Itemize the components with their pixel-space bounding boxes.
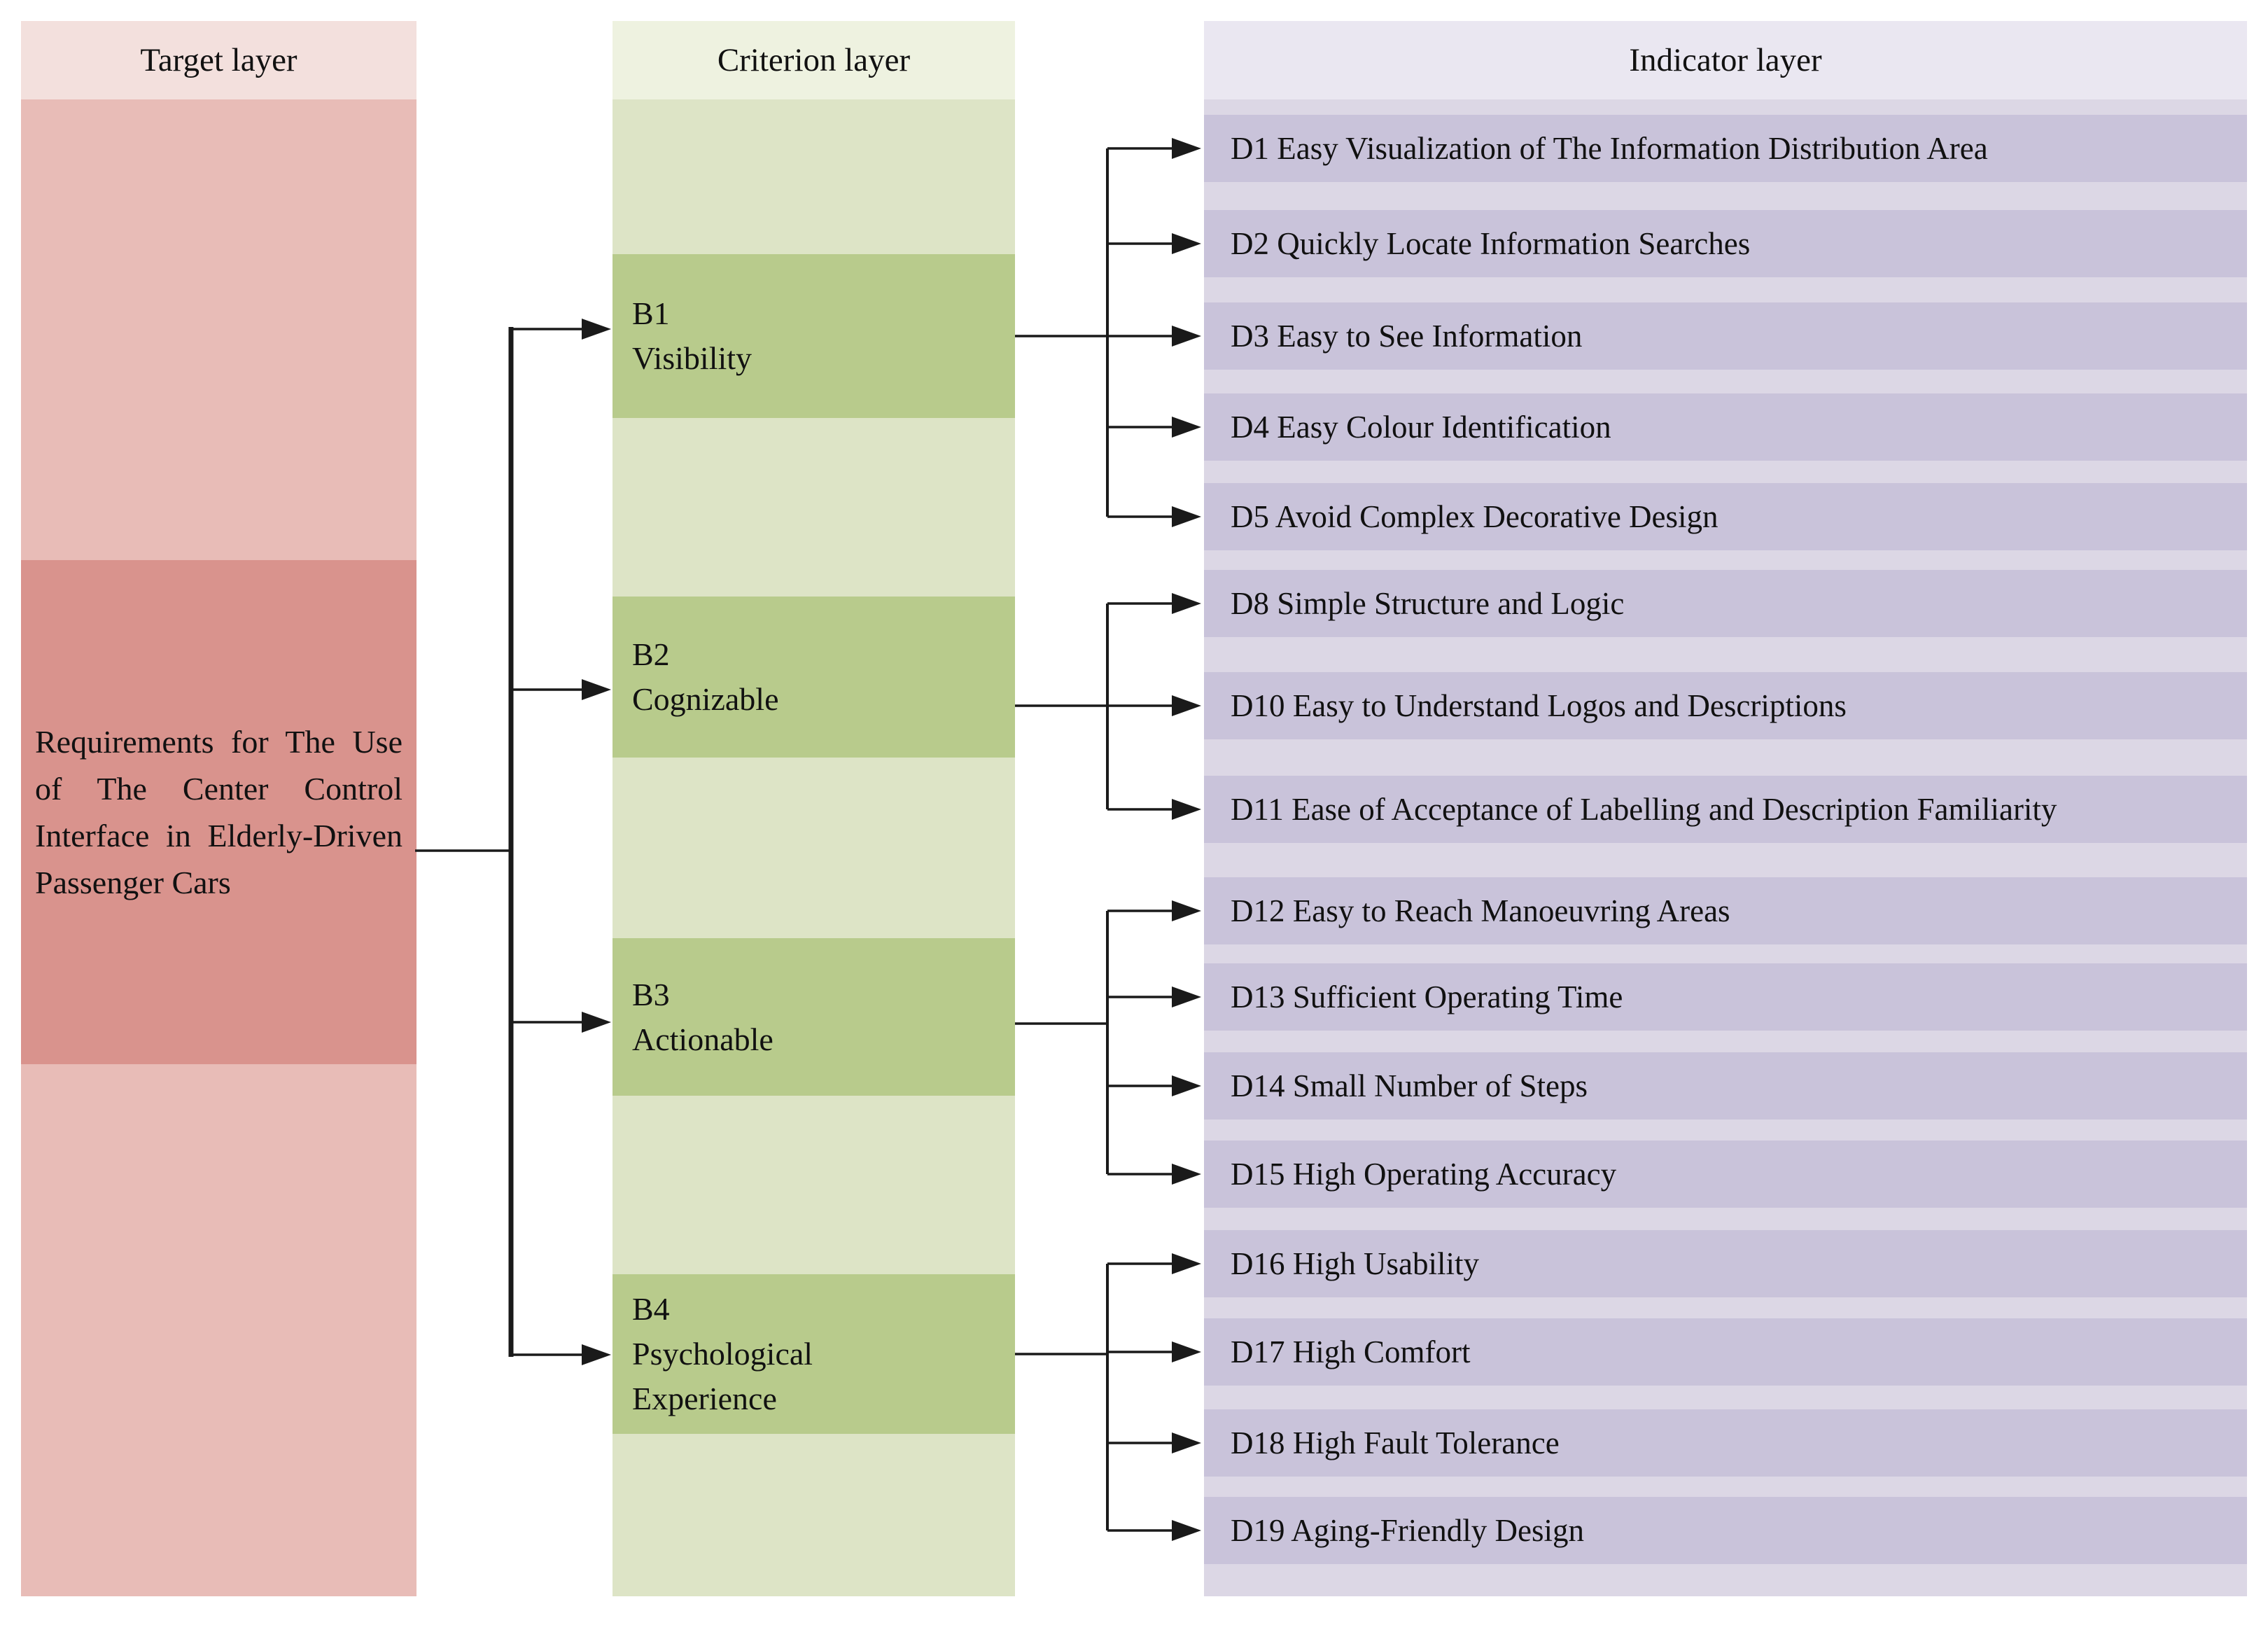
indicator-label: D3 Easy to See Information: [1231, 319, 1583, 354]
indicator-row-d15: D15 High Operating Accuracy: [1204, 1141, 2247, 1208]
criterion-box-b4: B4 Psychological Experience: [612, 1274, 1015, 1434]
indicator-row-d3: D3 Easy to See Information: [1204, 302, 2247, 370]
indicator-label: D11 Ease of Acceptance of Labelling and …: [1231, 792, 2057, 827]
indicator-row-d19: D19 Aging-Friendly Design: [1204, 1497, 2247, 1564]
indicator-row-d14: D14 Small Number of Steps: [1204, 1052, 2247, 1120]
criterion-code: B2: [632, 636, 670, 672]
criterion-name: Visibility: [632, 340, 752, 376]
target-layer-column: Target layer Requirements for The Use of…: [21, 21, 416, 1596]
target-layer-header: Target layer: [21, 21, 416, 99]
indicator-label: D13 Sufficient Operating Time: [1231, 979, 1623, 1014]
indicator-label: D4 Easy Colour Identification: [1231, 410, 1611, 445]
criterion-box-b1: B1 Visibility: [612, 254, 1015, 418]
indicator-label: D10 Easy to Understand Logos and Descrip…: [1231, 688, 1847, 723]
criterion-name: Cognizable: [632, 681, 779, 717]
criterion-name: Psychological Experience: [632, 1336, 813, 1416]
indicator-label: D16 High Usability: [1231, 1246, 1479, 1281]
indicator-label: D1 Easy Visualization of The Information…: [1231, 131, 1988, 166]
indicator-row-d8: D8 Simple Structure and Logic: [1204, 570, 2247, 637]
criterion-code: B3: [632, 976, 670, 1012]
indicator-layer-column: Indicator layer D1 Easy Visualization of…: [1204, 21, 2247, 1596]
target-goal-text: Requirements for The Use of The Center C…: [35, 724, 402, 900]
indicator-row-d1: D1 Easy Visualization of The Information…: [1204, 115, 2247, 182]
criterion-layer-header: Criterion layer: [612, 21, 1015, 99]
criterion-code: B4: [632, 1291, 670, 1327]
criterion-code: B1: [632, 295, 670, 331]
criterion-box-b3: B3 Actionable: [612, 938, 1015, 1096]
indicator-row-d11: D11 Ease of Acceptance of Labelling and …: [1204, 776, 2247, 843]
indicator-label: D17 High Comfort: [1231, 1334, 1471, 1369]
indicator-label: D12 Easy to Reach Manoeuvring Areas: [1231, 893, 1730, 928]
indicator-row-d12: D12 Easy to Reach Manoeuvring Areas: [1204, 877, 2247, 944]
indicator-row-d4: D4 Easy Colour Identification: [1204, 393, 2247, 461]
indicator-label: D18 High Fault Tolerance: [1231, 1425, 1560, 1460]
indicator-label: D14 Small Number of Steps: [1231, 1068, 1588, 1103]
criterion-layer-column: Criterion layer B1 Visibility B2 Cogniza…: [612, 21, 1015, 1596]
indicator-layer-header: Indicator layer: [1204, 21, 2247, 99]
indicator-label: D15 High Operating Accuracy: [1231, 1157, 1617, 1192]
indicator-row-d10: D10 Easy to Understand Logos and Descrip…: [1204, 672, 2247, 739]
indicator-row-d13: D13 Sufficient Operating Time: [1204, 963, 2247, 1031]
indicator-label: D19 Aging-Friendly Design: [1231, 1513, 1584, 1548]
indicator-row-d16: D16 High Usability: [1204, 1230, 2247, 1297]
criterion-name: Actionable: [632, 1021, 774, 1057]
indicator-row-d18: D18 High Fault Tolerance: [1204, 1409, 2247, 1477]
indicator-label: D8 Simple Structure and Logic: [1231, 586, 1625, 621]
indicator-label: D2 Quickly Locate Information Searches: [1231, 226, 1751, 261]
indicator-label: D5 Avoid Complex Decorative Design: [1231, 499, 1718, 534]
indicator-row-d17: D17 High Comfort: [1204, 1318, 2247, 1386]
criterion-box-b2: B2 Cognizable: [612, 597, 1015, 758]
indicator-row-d2: D2 Quickly Locate Information Searches: [1204, 210, 2247, 277]
indicator-row-d5: D5 Avoid Complex Decorative Design: [1204, 483, 2247, 550]
target-goal-box: Requirements for The Use of The Center C…: [21, 560, 416, 1064]
